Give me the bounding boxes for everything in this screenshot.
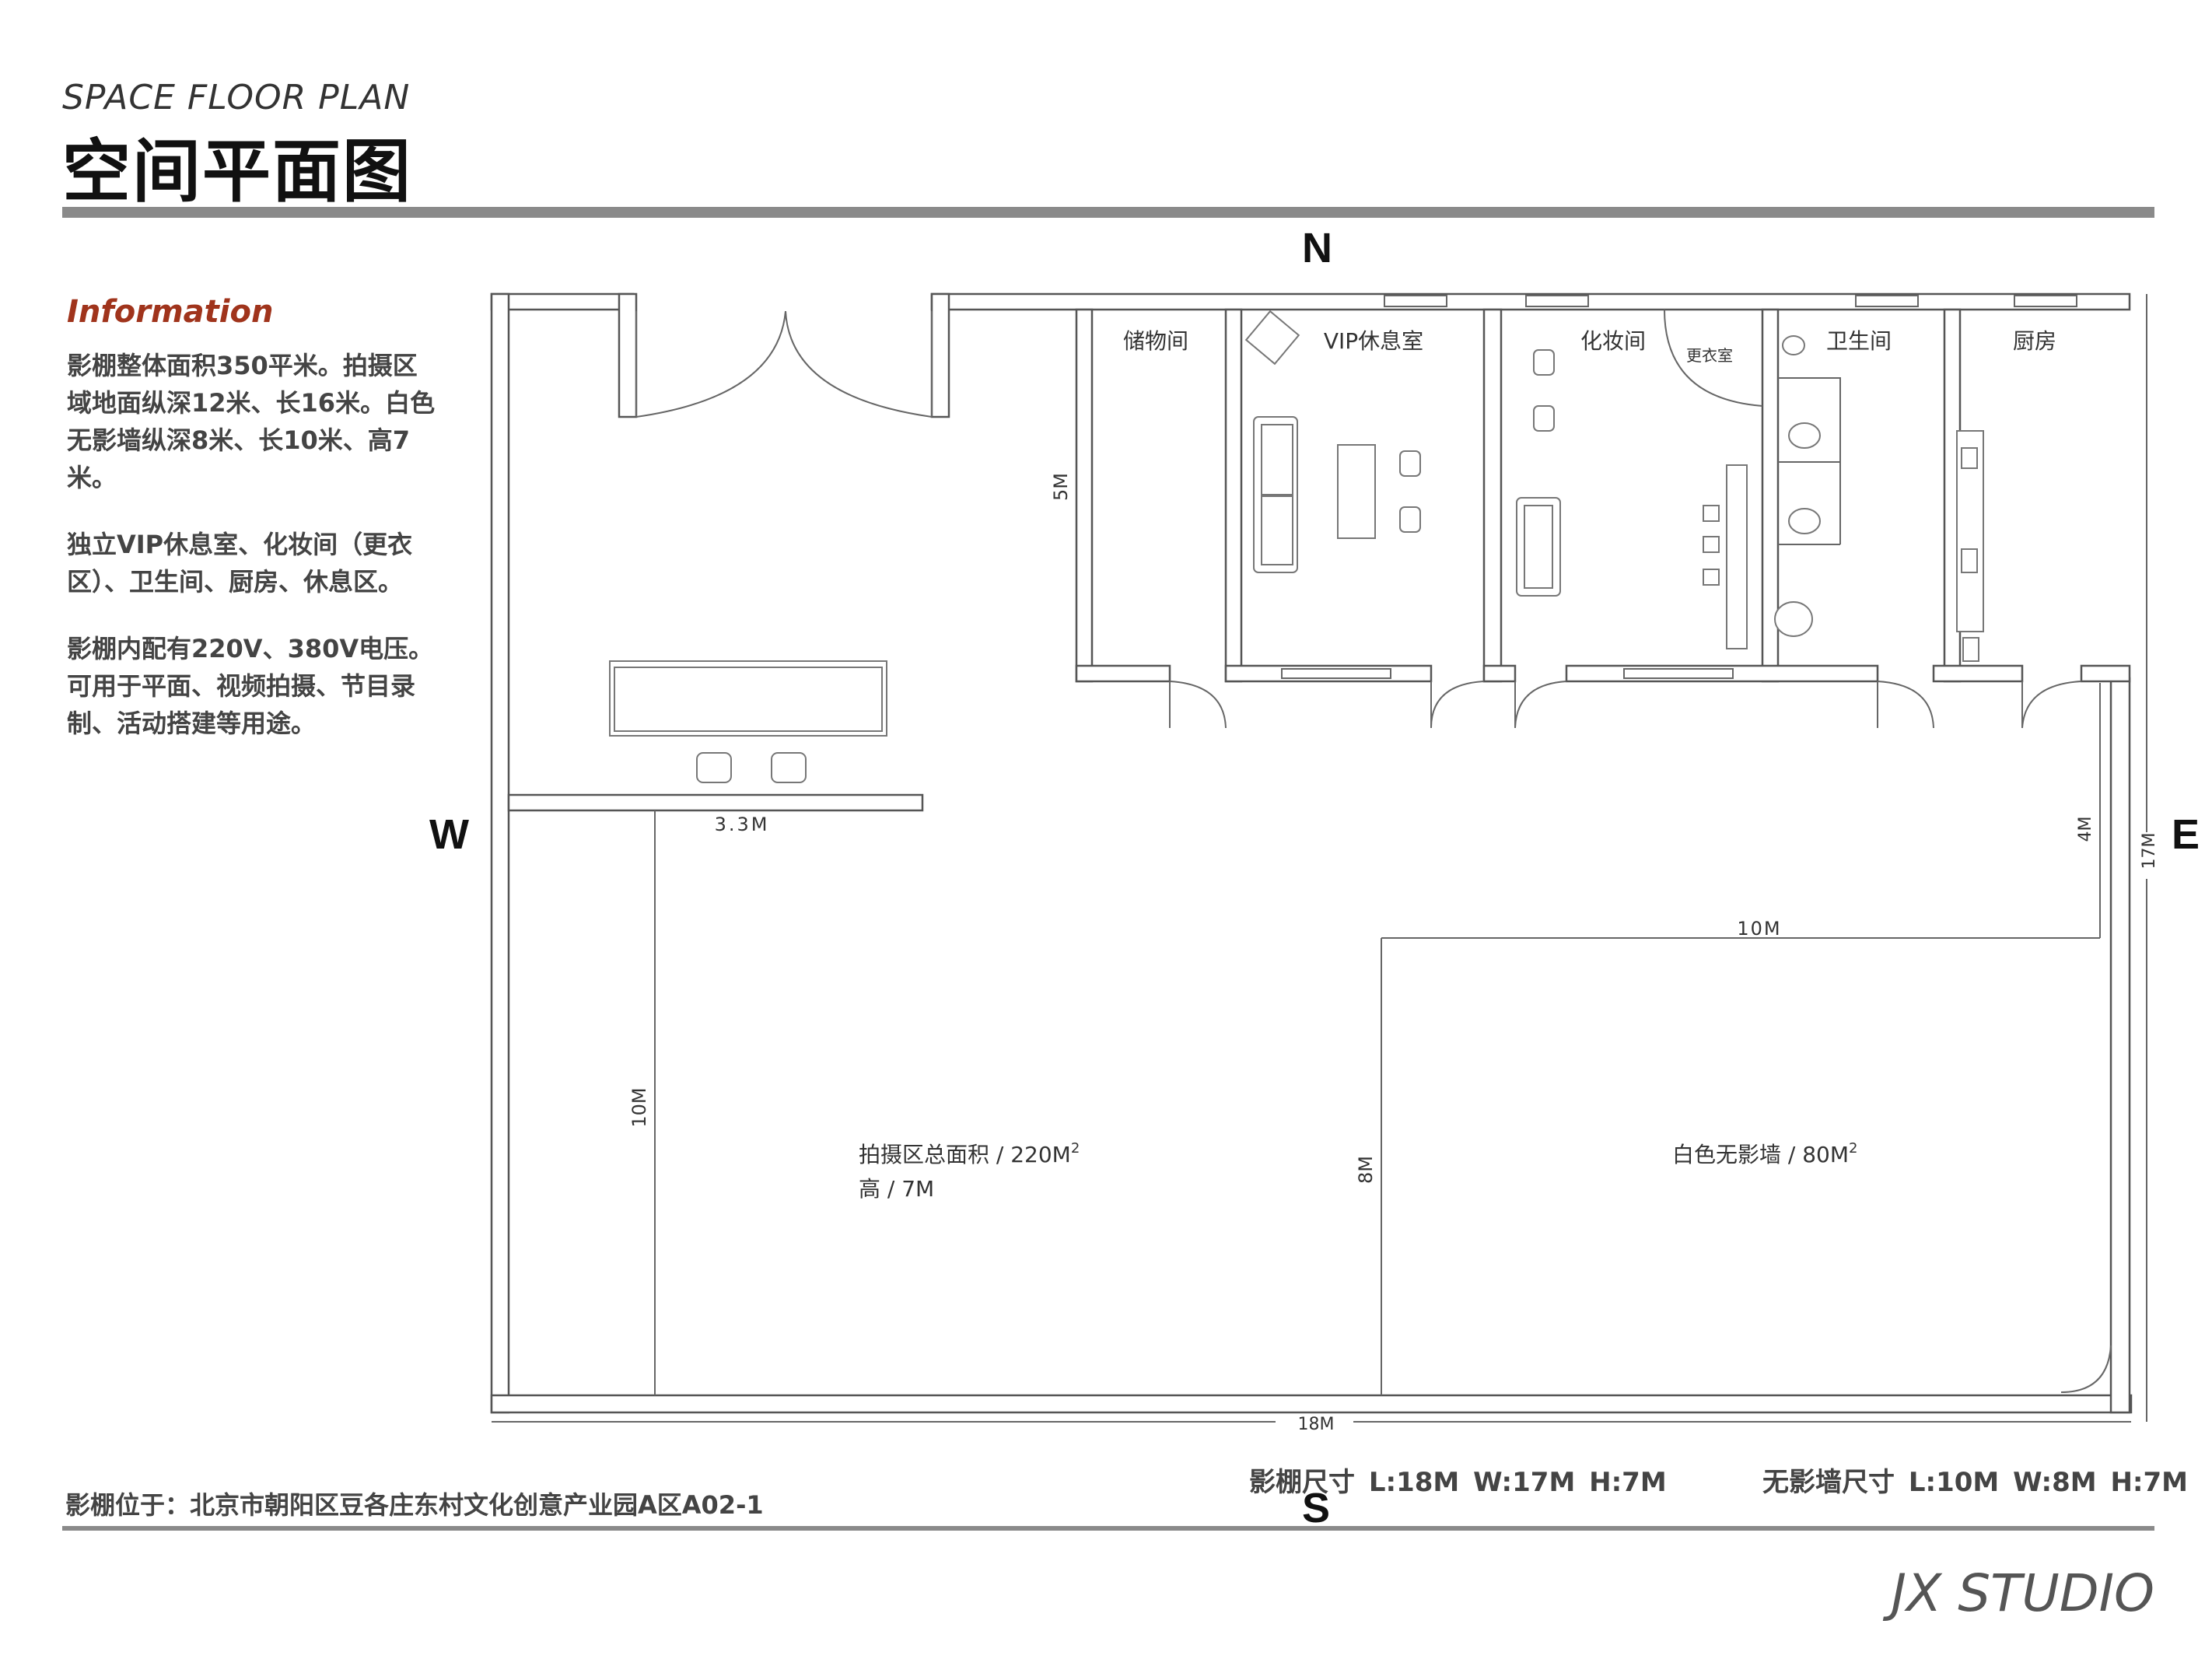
bottom-divider — [62, 1526, 2154, 1531]
zone-lines — [492, 294, 2147, 1423]
room-label-toilet: 卫生间 — [1826, 328, 1892, 354]
cyc-size: 无影墙尺寸 L:10M W:8M H:7M — [1762, 1467, 2189, 1498]
dim-east-gap: 4M — [2076, 817, 2095, 842]
compass-north: N — [1302, 225, 1332, 271]
cyc-area-text: 白色无影墙 / 80M — [1672, 1142, 1849, 1167]
shooting-height-label: 高 / 7M — [859, 1176, 934, 1202]
room-label-dressing: 更衣室 — [1686, 346, 1733, 365]
entrance-door — [635, 310, 933, 418]
cyc-area-sup: 2 — [1849, 1140, 1857, 1157]
shooting-area-text: 拍摄区总面积 / 220M — [859, 1142, 1071, 1167]
info-paragraph-power: 影棚内配有220V、380V电压。可用于平面、视频拍摄、节目录制、活动搭建等用途… — [67, 634, 434, 738]
compass-south: S — [1302, 1485, 1331, 1531]
dim-total-width: 17M — [2140, 833, 2159, 870]
shooting-area-sup: 2 — [1071, 1140, 1080, 1157]
north-rooms — [1075, 308, 2131, 729]
dim-shooting-depth: 10M — [628, 1087, 650, 1127]
shooting-area-label: 拍摄区总面积 / 220M2 — [859, 1140, 1080, 1167]
info-paragraph-rooms: 独立VIP休息室、化妆间（更衣区）、卫生间、厨房、休息区。 — [67, 530, 413, 597]
cyc-area-label: 白色无影墙 / 80M2 — [1672, 1140, 1857, 1167]
room-label-storage: 储物间 — [1123, 328, 1188, 354]
dim-north-rooms-depth: 5M — [1050, 473, 1072, 501]
compass-east: E — [2172, 811, 2200, 858]
info-heading: Information — [67, 294, 274, 330]
top-divider — [62, 207, 2154, 218]
location-text: 影棚位于：北京市朝阳区豆各庄东村文化创意产业园A区A02-1 — [65, 1490, 764, 1520]
brand-logo: JX STUDIO — [1891, 1563, 2154, 1623]
dim-cyc-length: 10M — [1737, 918, 1781, 940]
room-label-makeup: 化妆间 — [1580, 328, 1646, 354]
studio-size: 影棚尺寸 L:18M W:17M H:7M — [1249, 1467, 1667, 1498]
dim-cyc-depth: 8M — [1355, 1156, 1377, 1184]
dim-counter-length: 3.3M — [715, 814, 770, 835]
furniture — [609, 310, 1984, 783]
room-label-kitchen: 厨房 — [2013, 328, 2056, 354]
dim-total-length: 18M — [1298, 1415, 1335, 1434]
compass-west: W — [429, 811, 469, 858]
info-paragraph-area: 影棚整体面积350平米。拍摄区域地面纵深12米、长16米。白色无影墙纵深8米、长… — [67, 351, 436, 492]
outer-walls — [490, 292, 2133, 1414]
page-title: 空间平面图 — [62, 131, 413, 212]
subtitle-en: SPACE FLOOR PLAN — [62, 78, 411, 117]
room-label-vip: VIP休息室 — [1324, 328, 1423, 354]
